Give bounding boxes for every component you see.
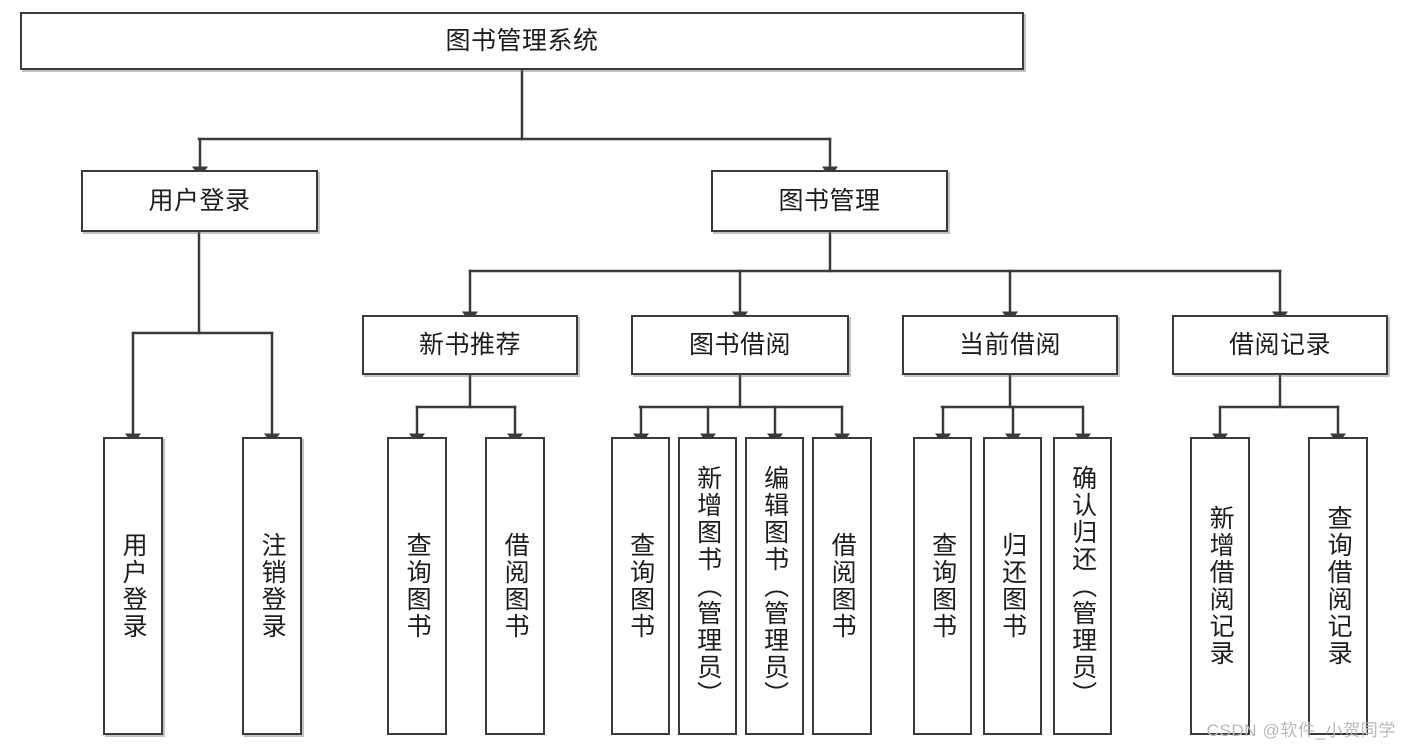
node-label-br-query-record: 查询借阅记录 [1324, 505, 1353, 667]
node-bb-query-book[interactable]: 查询图书 [611, 437, 670, 735]
node-borrow-record[interactable]: 借阅记录 [1172, 315, 1388, 375]
node-new-book-rec[interactable]: 新书推荐 [362, 315, 578, 375]
node-cb-confirm-return[interactable]: 确认归还（管理员） [1053, 437, 1112, 735]
node-br-query-record[interactable]: 查询借阅记录 [1308, 437, 1368, 735]
node-label-user-login-do: 用户登录 [119, 532, 148, 640]
node-bb-add-book[interactable]: 新增图书（管理员） [678, 437, 737, 735]
node-bb-edit-book[interactable]: 编辑图书（管理员） [745, 437, 804, 735]
node-label-borrow-record: 借阅记录 [1228, 330, 1331, 359]
connector-lines [125, 68, 1346, 445]
node-label-bb-edit-book: 编辑图书（管理员） [760, 464, 789, 708]
node-br-add-record[interactable]: 新增借阅记录 [1190, 437, 1250, 735]
node-label-cb-confirm-return: 确认归还（管理员） [1068, 464, 1097, 708]
node-label-bb-borrow-book: 借阅图书 [828, 532, 857, 640]
node-label-br-add-record: 新增借阅记录 [1206, 505, 1235, 667]
node-label-nbr-borrow-book: 借阅图书 [501, 532, 530, 640]
node-current-borrow[interactable]: 当前借阅 [902, 315, 1118, 375]
node-cb-query-book[interactable]: 查询图书 [913, 437, 972, 735]
node-label-bb-add-book: 新增图书（管理员） [693, 464, 722, 708]
node-label-nbr-query-book: 查询图书 [403, 532, 432, 640]
node-label-bb-query-book: 查询图书 [626, 532, 655, 640]
node-root[interactable]: 图书管理系统 [20, 12, 1024, 70]
node-user-login[interactable]: 用户登录 [81, 170, 318, 232]
node-user-login-do[interactable]: 用户登录 [103, 437, 163, 735]
node-label-new-book-rec: 新书推荐 [418, 330, 521, 359]
node-bb-borrow-book[interactable]: 借阅图书 [812, 437, 872, 735]
node-label-user-login: 用户登录 [148, 186, 251, 215]
node-label-book-borrow: 图书借阅 [688, 330, 791, 359]
node-label-cb-query-book: 查询图书 [928, 532, 957, 640]
node-label-book-manage: 图书管理 [778, 186, 881, 215]
node-label-user-logout: 注销登录 [258, 532, 287, 640]
node-user-logout[interactable]: 注销登录 [242, 437, 302, 735]
node-nbr-borrow-book[interactable]: 借阅图书 [485, 437, 545, 735]
node-book-manage[interactable]: 图书管理 [711, 170, 948, 232]
node-label-cb-return-book: 归还图书 [998, 532, 1027, 640]
node-label-current-borrow: 当前借阅 [958, 330, 1061, 359]
node-book-borrow[interactable]: 图书借阅 [631, 315, 849, 375]
node-nbr-query-book[interactable]: 查询图书 [387, 437, 447, 735]
node-label-root: 图书管理系统 [445, 26, 599, 55]
node-cb-return-book[interactable]: 归还图书 [983, 437, 1042, 735]
